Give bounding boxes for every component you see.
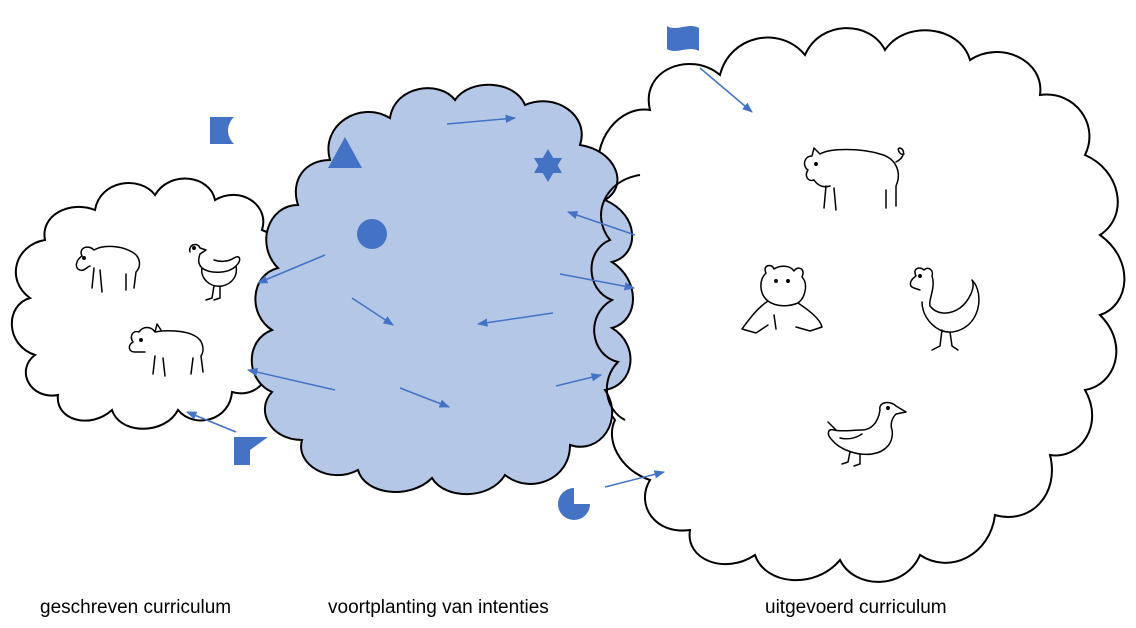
- chicken-icon: [909, 267, 980, 351]
- arrow: [555, 373, 603, 387]
- corner-flag-icon: [234, 437, 268, 465]
- star-of-david-icon: [534, 149, 562, 182]
- mallard-duck-icon: [827, 401, 907, 467]
- left-cloud: [10, 177, 287, 430]
- middle-cloud: [250, 83, 634, 496]
- arrow: [604, 470, 666, 488]
- shapes: [210, 26, 699, 520]
- arrow: [399, 387, 450, 408]
- label-uitgevoerd-curriculum: uitgevoerd curriculum: [765, 597, 947, 618]
- arrow: [446, 114, 517, 125]
- arrow: [567, 211, 636, 236]
- boar-icon: [128, 323, 204, 377]
- arrow: [476, 312, 554, 327]
- overlap-outline: [590, 174, 641, 421]
- arrow: [351, 297, 394, 326]
- bear-sitting-icon: [741, 264, 823, 334]
- arrows: [186, 67, 753, 488]
- bear-icon: [75, 245, 141, 293]
- half-moon-icon: [210, 117, 234, 144]
- right-cloud: [593, 27, 1126, 583]
- duck-icon: [189, 243, 241, 301]
- wavy-flag-icon: [667, 26, 699, 51]
- arrow: [186, 411, 237, 433]
- arrow: [559, 273, 636, 291]
- triangle-icon: [328, 137, 362, 168]
- label-voortplanting-van-intenties: voortplanting van intenties: [328, 597, 549, 618]
- label-geschreven-curriculum: geschreven curriculum: [40, 597, 232, 618]
- pig-icon: [803, 147, 905, 211]
- arrow: [699, 67, 753, 113]
- pacman-icon: [558, 488, 590, 520]
- circle-icon: [357, 219, 387, 249]
- arrow: [246, 368, 336, 391]
- arrow: [257, 254, 326, 284]
